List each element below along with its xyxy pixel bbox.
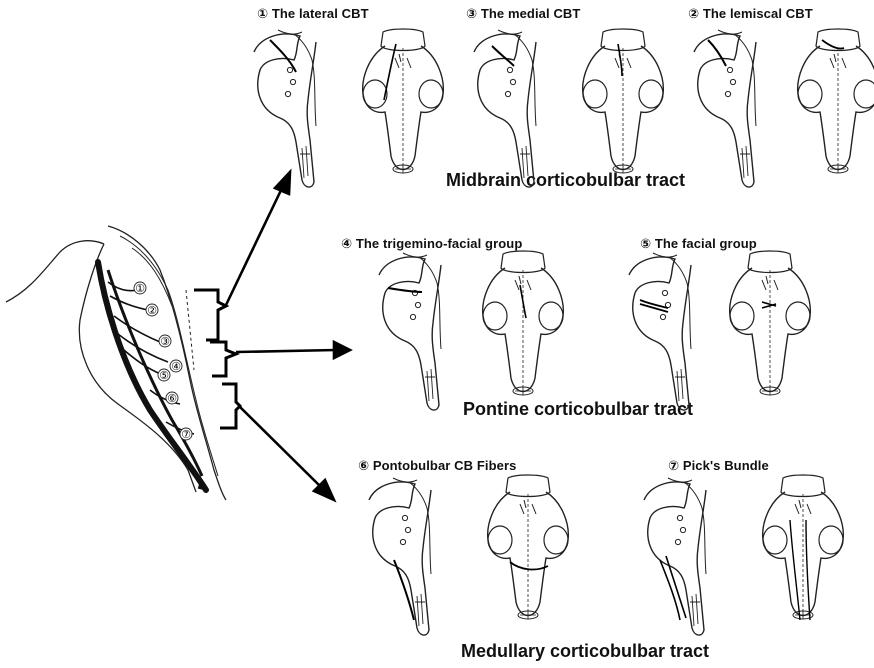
overview-sagittal-brainstem <box>6 226 226 500</box>
overview-marker-1: ① <box>134 282 146 295</box>
facial-group-side-view <box>629 253 691 410</box>
level-arrows <box>226 172 350 500</box>
overview-marker-4: ④ <box>170 360 182 373</box>
lemiscal-cbt-back-view <box>798 29 874 173</box>
svg-text:②: ② <box>147 304 157 317</box>
svg-text:①: ① <box>135 282 145 295</box>
arrow-to-pontine <box>236 350 336 352</box>
picks-bundle-back-view <box>763 475 844 620</box>
lateral-cbt-back-view <box>363 29 444 173</box>
svg-text:⑥: ⑥ <box>167 392 177 405</box>
bracket-midbrain <box>194 290 226 340</box>
svg-text:③: ③ <box>160 335 170 348</box>
level-brackets <box>194 290 240 428</box>
lemiscal-cbt-side-view <box>694 30 756 187</box>
overview-marker-7: ⑦ <box>180 428 192 441</box>
overview-marker-6: ⑥ <box>166 392 178 405</box>
arrow-to-medullary <box>240 407 322 488</box>
pontobulbar-side-view <box>369 478 431 635</box>
svg-text:⑦: ⑦ <box>181 428 191 441</box>
svg-text:⑤: ⑤ <box>159 369 169 382</box>
lateral-cbt-side-view <box>254 30 316 187</box>
facial-group-back-view <box>730 251 811 395</box>
overview-marker-2: ② <box>146 304 158 317</box>
bracket-pontine <box>210 342 236 376</box>
bracket-medullary <box>220 384 240 428</box>
overview-marker-3: ③ <box>159 335 171 348</box>
trigemino-facial-side-view <box>379 253 441 410</box>
picks-bundle-side-view <box>644 478 706 635</box>
arrow-to-midbrain <box>226 186 283 305</box>
svg-text:④: ④ <box>171 360 181 373</box>
medial-cbt-back-view <box>583 29 664 173</box>
pontobulbar-back-view <box>488 475 569 619</box>
trigemino-facial-back-view <box>483 251 564 395</box>
medial-cbt-side-view <box>474 30 536 187</box>
overview-marker-5: ⑤ <box>158 369 170 382</box>
